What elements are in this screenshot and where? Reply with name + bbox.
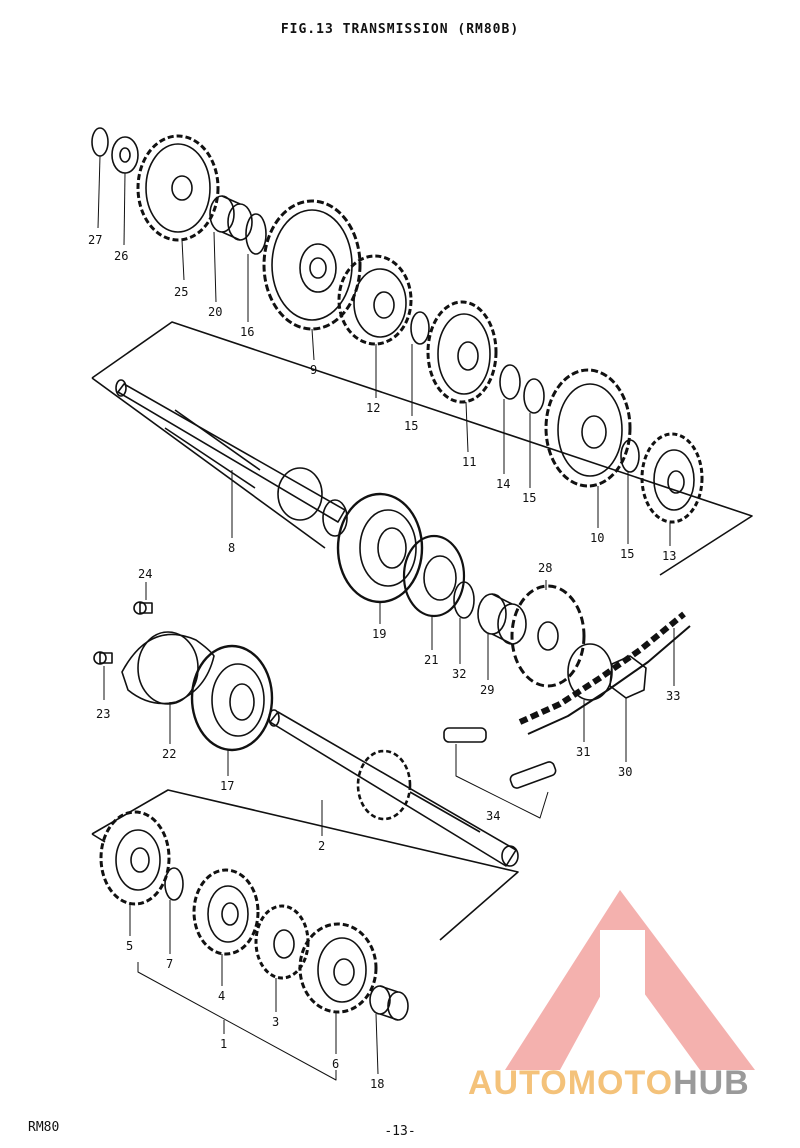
footer-model: RM80 [28, 1120, 60, 1135]
gear-4 [192, 868, 260, 956]
circlip-27 [91, 127, 109, 157]
callout-12: 12 [366, 401, 380, 415]
driveshaft-outline [91, 789, 519, 941]
countershaft-outline [91, 321, 753, 576]
callout-15c: 15 [620, 547, 634, 561]
gear-13 [640, 432, 704, 524]
callout-21: 21 [424, 653, 438, 667]
callout-7: 7 [166, 957, 173, 971]
callout-32: 32 [452, 667, 466, 681]
callout-4: 4 [218, 989, 225, 1003]
callout-15a: 15 [404, 419, 418, 433]
sprocket-28 [510, 584, 586, 688]
callout-31: 31 [576, 745, 590, 759]
bushing-20 [209, 195, 253, 241]
gear-25 [136, 134, 220, 242]
washer-7 [164, 867, 184, 901]
callout-10: 10 [590, 531, 604, 545]
driveshaft-2 [268, 709, 519, 867]
bushing-18 [369, 985, 409, 1021]
callout-18: 18 [370, 1077, 384, 1091]
circlip-15a [410, 311, 430, 345]
callout-26: 26 [114, 249, 128, 263]
gear-11 [426, 300, 498, 404]
callout-23: 23 [96, 707, 110, 721]
gear-10 [544, 368, 632, 488]
callout-2: 2 [318, 839, 325, 853]
callout-16: 16 [240, 325, 254, 339]
gear-12 [337, 254, 413, 346]
spacer-29 [477, 593, 527, 645]
callout-27: 27 [88, 233, 102, 247]
callout-28: 28 [538, 561, 552, 575]
callout-1: 1 [220, 1037, 227, 1051]
circlip-15b [523, 378, 545, 414]
leader-lines [97, 155, 675, 1081]
gear-6 [298, 922, 378, 1014]
washer-16 [245, 213, 267, 255]
washer-26 [111, 136, 139, 174]
callout-13: 13 [662, 549, 676, 563]
callout-17: 17 [220, 779, 234, 793]
nut-30 [609, 655, 647, 699]
washer-14 [499, 364, 521, 400]
o-ring-32 [453, 581, 475, 619]
circlip-15c [620, 439, 640, 473]
callout-8: 8 [228, 541, 235, 555]
callout-30: 30 [618, 765, 632, 779]
callout-34: 34 [486, 809, 500, 823]
watermark-part-b: HUB [673, 1064, 750, 1102]
callout-14: 14 [496, 477, 510, 491]
figure-title: FIG.13 TRANSMISSION (RM80B) [280, 22, 520, 37]
page-number: -13- [384, 1124, 416, 1139]
callout-15b: 15 [522, 491, 536, 505]
callout-3: 3 [272, 1015, 279, 1029]
callout-9: 9 [310, 363, 317, 377]
oil-seal-21 [402, 534, 466, 618]
callout-25: 25 [174, 285, 188, 299]
callout-22: 22 [162, 747, 176, 761]
chain-joint-34 [443, 727, 557, 789]
chain-33 [518, 611, 691, 735]
callout-11: 11 [462, 455, 476, 469]
screw-24 [133, 601, 153, 615]
callout-19: 19 [372, 627, 386, 641]
callout-6: 6 [332, 1057, 339, 1071]
watermark-text: AUTOMOTOHUB [468, 1064, 750, 1103]
bearing-19 [336, 492, 424, 604]
gear-9 [262, 199, 362, 331]
bearing-17 [190, 644, 274, 752]
watermark-logo [505, 890, 755, 1070]
countershaft-8 [115, 379, 348, 537]
callout-5: 5 [126, 939, 133, 953]
watermark-part-a: AUTOMOTO [468, 1064, 674, 1102]
callout-33: 33 [666, 689, 680, 703]
callout-labels: 27 26 25 20 16 9 12 15 11 14 15 10 15 13… [88, 233, 680, 1091]
callout-29: 29 [480, 683, 494, 697]
callout-20: 20 [208, 305, 222, 319]
callout-24: 24 [138, 567, 152, 581]
gear-5 [99, 810, 171, 906]
screw-23 [93, 651, 113, 665]
